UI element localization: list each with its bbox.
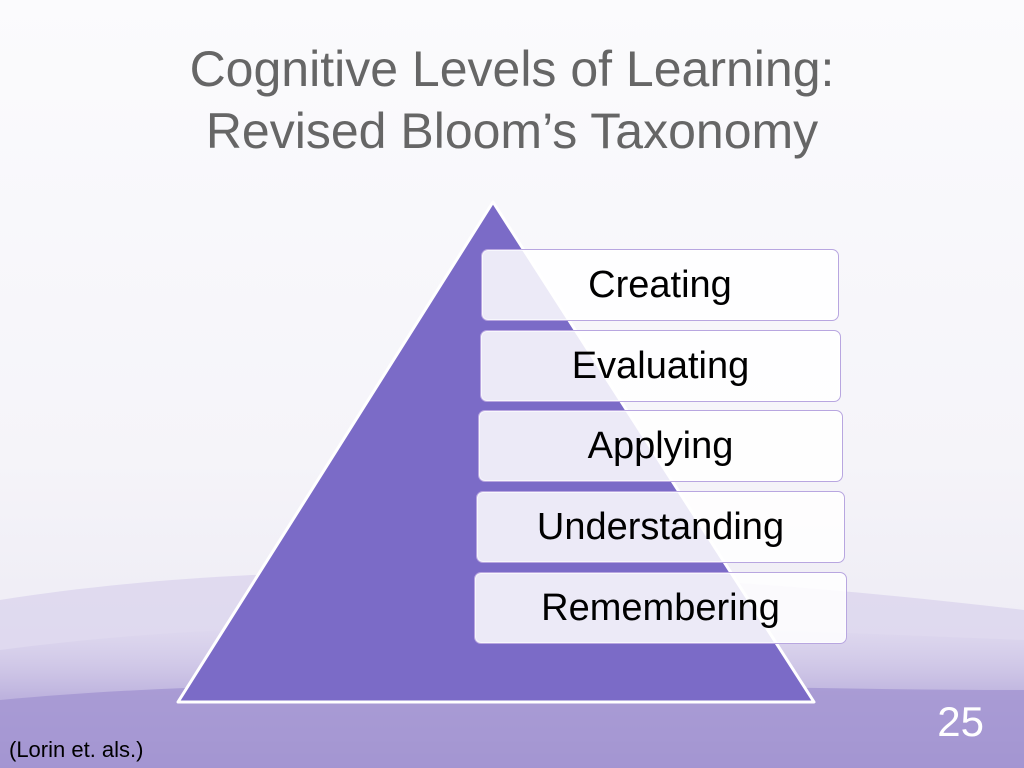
level-evaluating: Evaluating [480,330,841,402]
level-label: Remembering [541,586,780,629]
footer-swoosh-highlight [0,683,1024,768]
title-line-1: Cognitive Levels of Learning: [189,41,835,97]
level-creating: Creating [481,249,839,321]
slide-number: 25 [937,698,984,745]
level-label: Applying [587,424,734,467]
level-label: Evaluating [571,344,750,387]
level-applying: Applying [478,410,843,482]
citation: (Lorin et. als.) [9,737,144,762]
slide-title: Cognitive Levels of Learning: Revised Bl… [0,38,1024,162]
title-line-2: Revised Bloom’s Taxonomy [205,103,819,159]
level-label: Understanding [536,505,785,548]
level-label: Creating [588,263,732,306]
level-understanding: Understanding [476,491,845,563]
level-remembering: Remembering [474,572,847,644]
